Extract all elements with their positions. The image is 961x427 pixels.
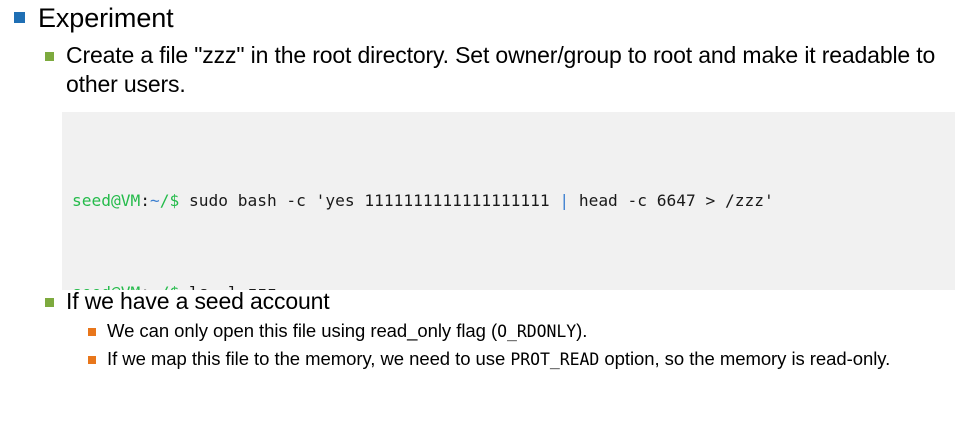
terminal-code-block: seed@VM:~/$ sudo bash -c 'yes 1111111111… [62, 112, 955, 290]
terminal-command-text: sudo bash -c 'yes 1111111111111111111 [179, 190, 560, 210]
bullet-level3-prot-read: If we map this file to the memory, we ne… [0, 347, 961, 372]
prompt-colon: : [140, 283, 150, 290]
text-segment-post: ). [576, 320, 588, 341]
text-segment-pre: We can only open this file using read_on… [107, 320, 498, 341]
code-literal-o-rdonly: O_RDONLY [497, 322, 577, 341]
bullet-level2-seed-account: If we have a seed account [0, 287, 961, 316]
terminal-command-text: ls -l zzz [179, 283, 277, 290]
code-literal-prot-read: PROT_READ [510, 350, 600, 369]
square-bullet-icon [88, 356, 96, 364]
terminal-line-2: seed@VM:~/$ ls -l zzz [72, 281, 955, 290]
bullet-level1-label: Experiment [38, 3, 174, 33]
bullet-level3-prot-read-label: If we map this file to the memory, we ne… [107, 347, 961, 372]
prompt-path: /$ [159, 190, 180, 210]
prompt-user: seed@VM [72, 190, 141, 210]
prompt-user: seed@VM [72, 283, 140, 290]
square-bullet-icon [14, 12, 25, 23]
square-bullet-icon [45, 52, 54, 61]
bullet-level3-read-only-flag: We can only open this file using read_on… [0, 319, 961, 344]
bullet-level2-seed-account-label: If we have a seed account [66, 288, 330, 314]
bullet-level2-create-file-label: Create a file "zzz" in the root director… [66, 42, 936, 97]
bullet-level2-create-file: Create a file "zzz" in the root director… [0, 41, 961, 99]
bullet-level3-read-only-flag-label: We can only open this file using read_on… [107, 319, 961, 344]
terminal-line-1: seed@VM:~/$ sudo bash -c 'yes 1111111111… [72, 189, 955, 212]
pipe-symbol: | [559, 190, 570, 210]
text-segment-post: option, so the memory is read-only. [599, 348, 891, 369]
text-segment-pre: If we map this file to the memory, we ne… [107, 348, 511, 369]
terminal-command-tail: head -c 6647 > /zzz' [569, 190, 774, 210]
prompt-tilde: ~ [149, 190, 160, 210]
square-bullet-icon [45, 298, 54, 307]
prompt-tilde: ~ [150, 283, 160, 290]
bullet-level1-experiment: Experiment [0, 2, 961, 35]
prompt-path: /$ [160, 283, 180, 290]
prompt-colon: : [140, 190, 150, 210]
square-bullet-icon [88, 328, 96, 336]
